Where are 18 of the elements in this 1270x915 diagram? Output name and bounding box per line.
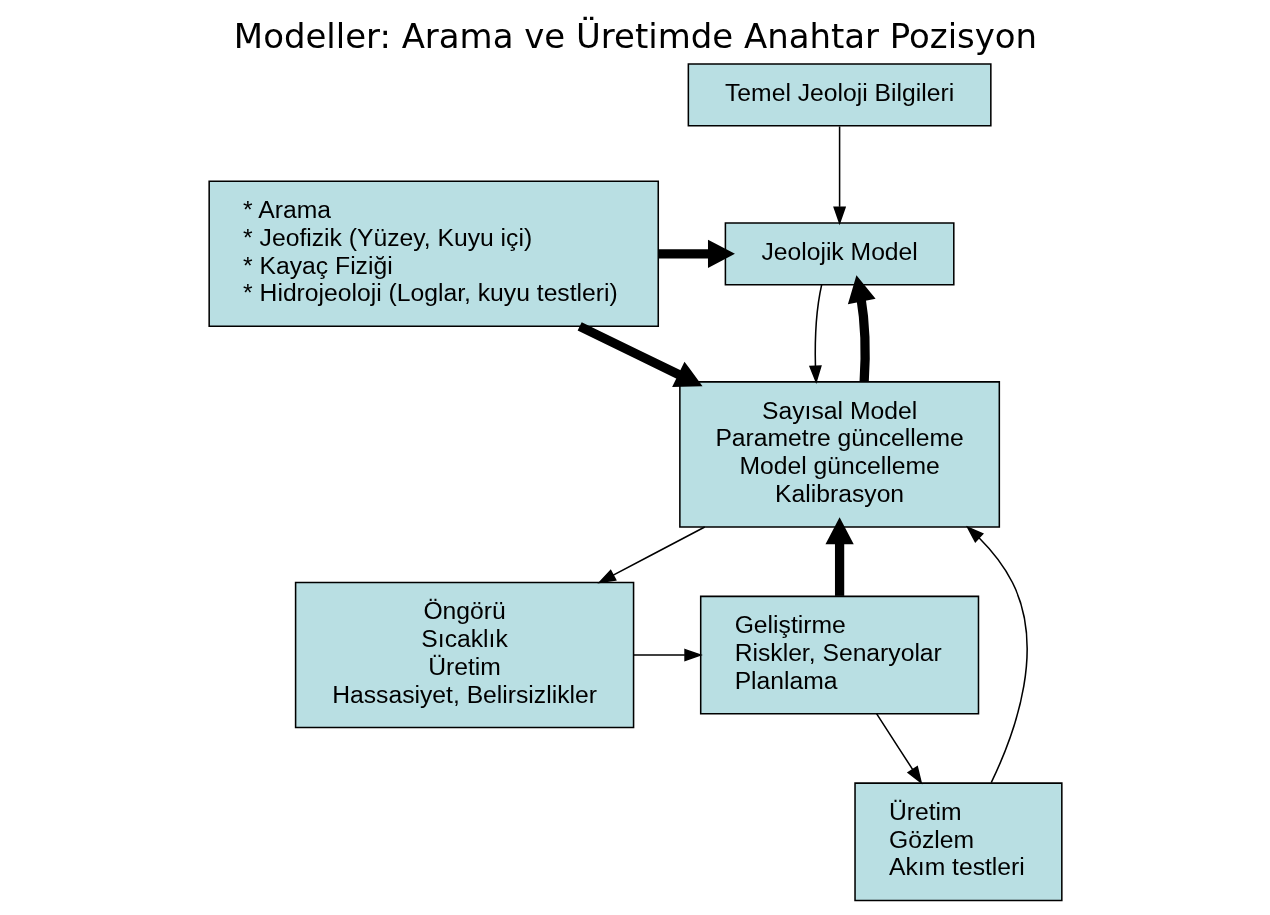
node-box: Sayısal Model Parametre güncelleme Model güncelleme Kalibrasyon xyxy=(678,381,1000,528)
node-box: Öngörü Sıcaklık Üretim Hassasiyet, Belirsizlikler xyxy=(294,581,634,729)
arrow xyxy=(875,712,922,785)
diagram-title: Modeller: Arama ve Üretimde Anahtar Pozisyon xyxy=(233,15,1037,56)
arrow xyxy=(847,275,876,382)
arrow xyxy=(808,284,822,384)
node-box: * Arama * Jeofizik (Yüzey, Kuyu içi) * Kayaç Fiziği * Hidrojeoloji (Loglar, kuyu testleri) xyxy=(207,180,659,328)
node-box: Temel Jeoloji Bilgileri xyxy=(687,63,992,127)
arrow xyxy=(632,648,703,662)
arrow xyxy=(596,526,705,584)
arrow xyxy=(832,125,846,226)
arrow xyxy=(577,322,703,388)
arrow xyxy=(657,239,735,268)
node-box: Üretim Gözlem Akım testleri xyxy=(853,782,1063,902)
arrow xyxy=(824,517,854,596)
arrow xyxy=(965,525,1028,784)
node-box: Geliştirme Riskler, Senaryolar Planlama xyxy=(699,595,979,715)
node-box: Jeolojik Model xyxy=(724,222,955,286)
